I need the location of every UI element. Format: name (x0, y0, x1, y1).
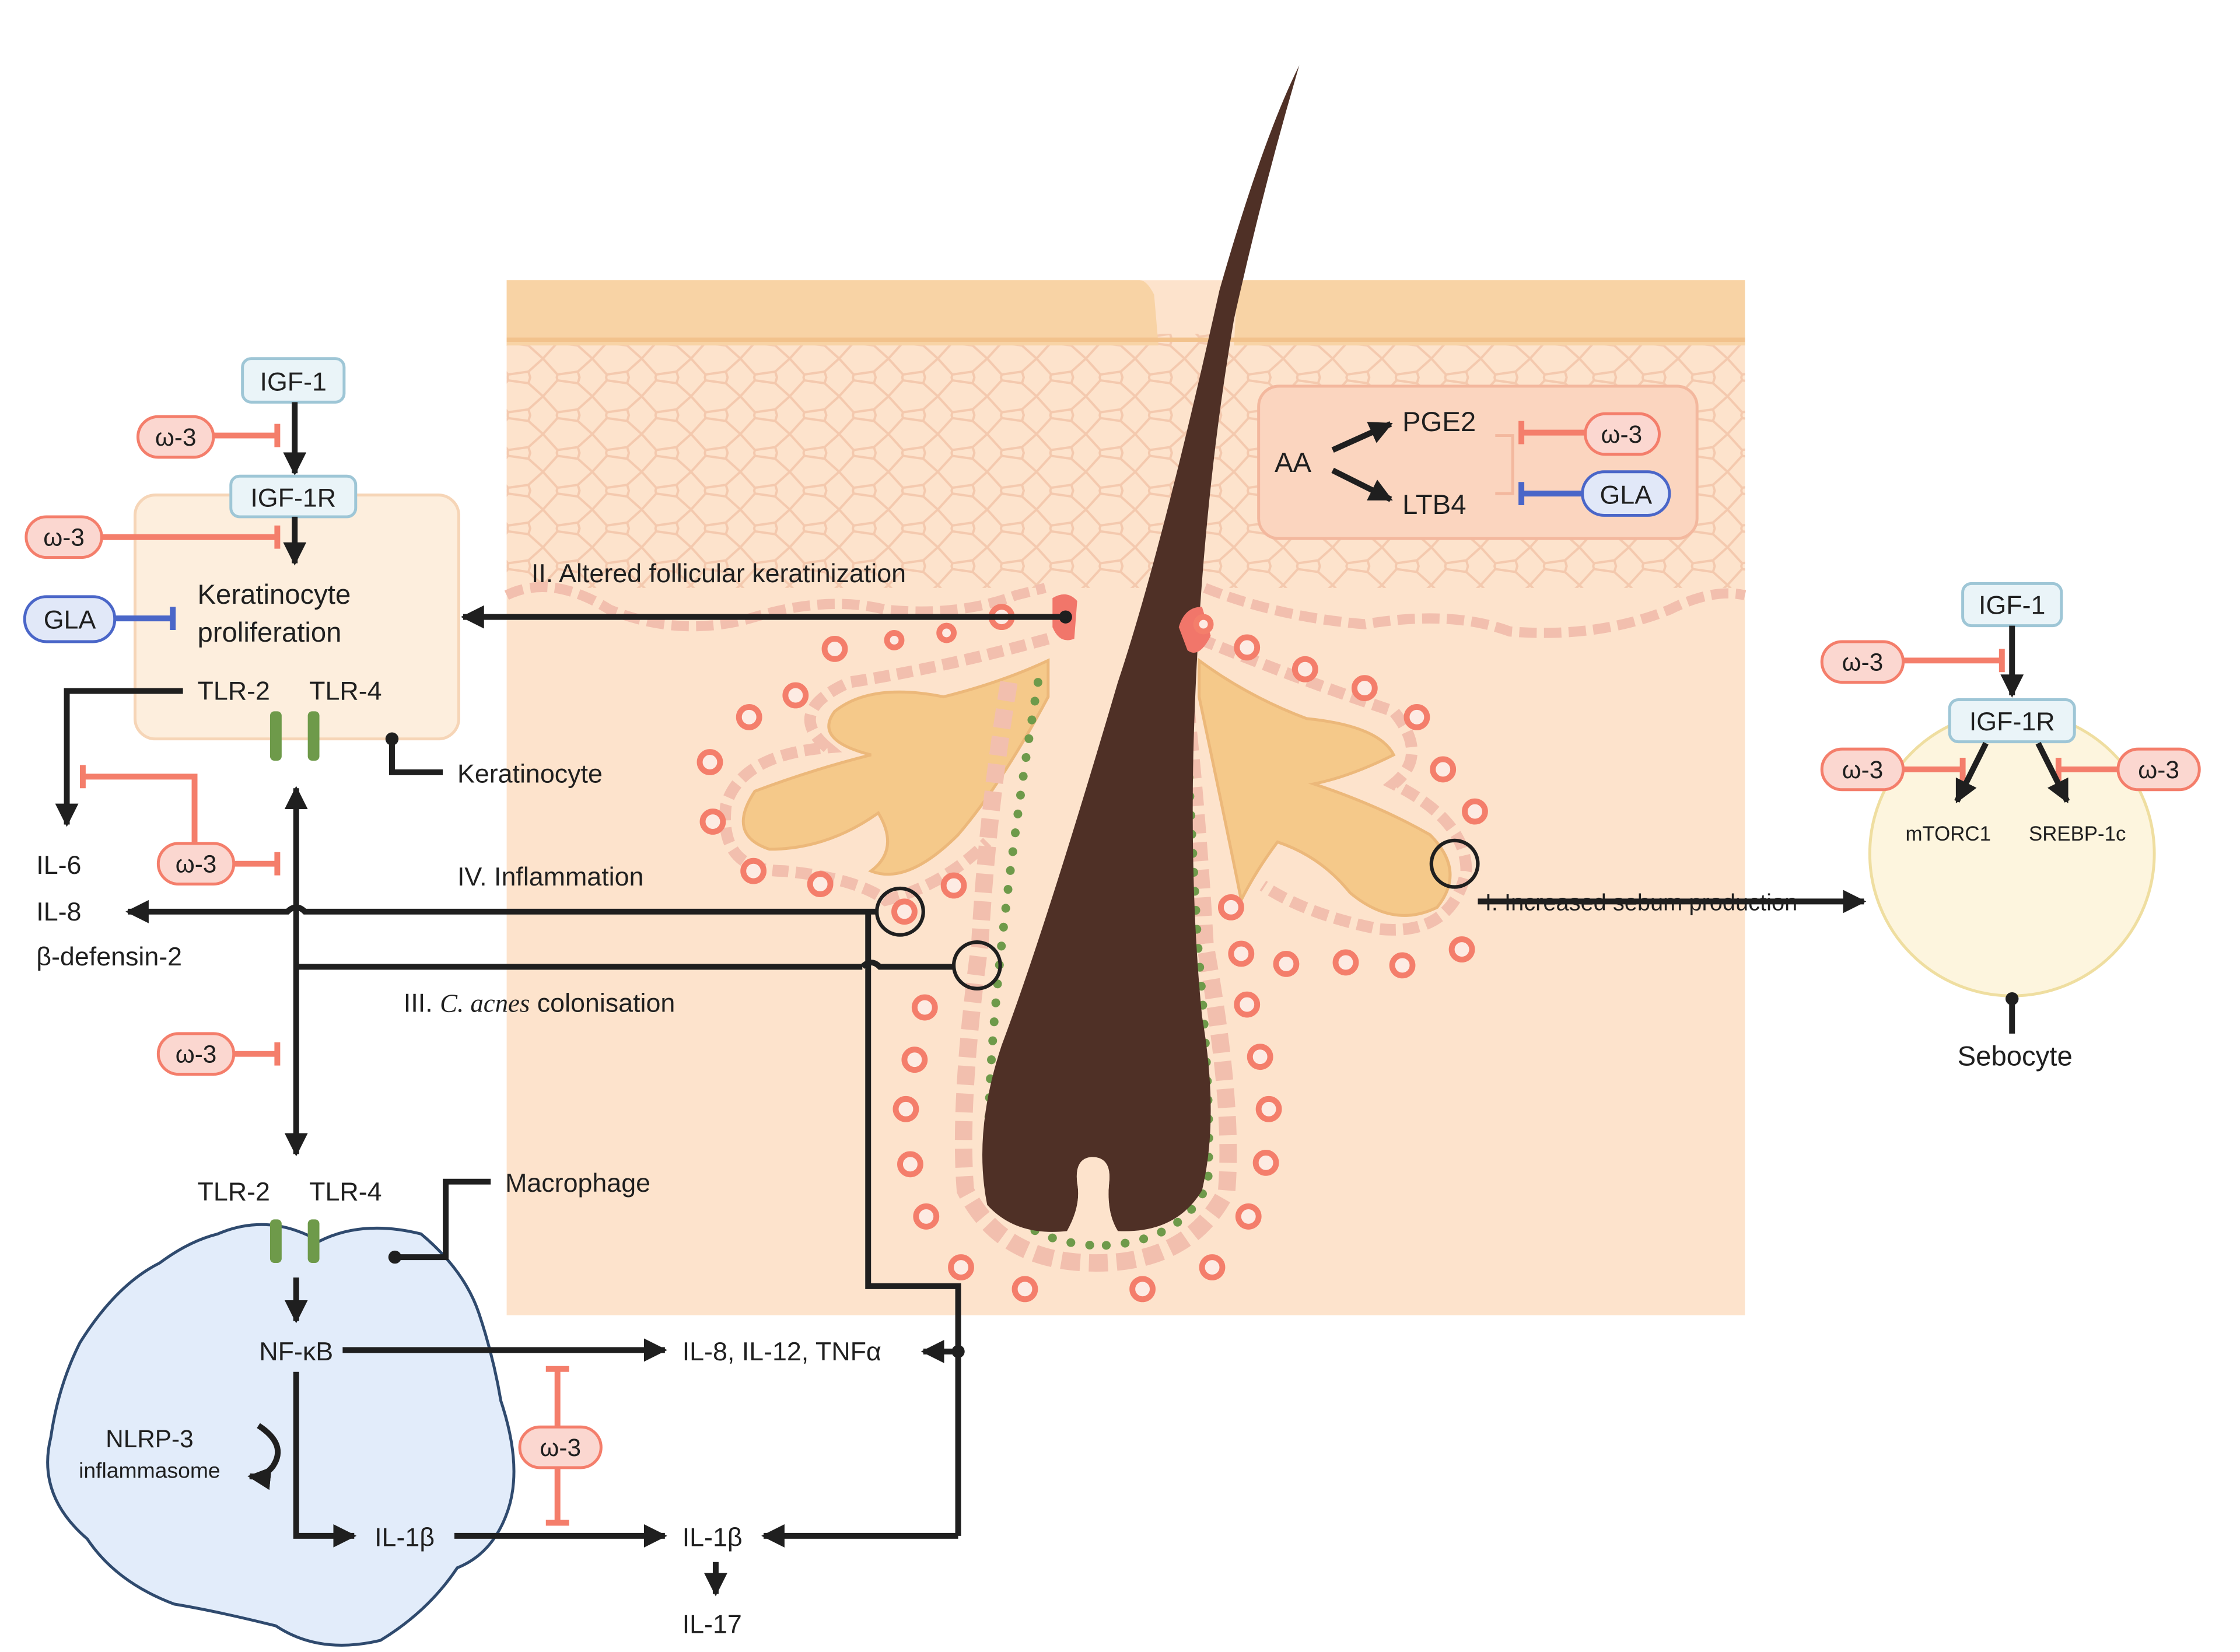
proliferation-line2: proliferation (198, 617, 342, 648)
output-il6: IL-6 (36, 850, 81, 880)
omega3-srebp-label: ω-3 (2138, 756, 2179, 783)
gla-aa-pill (1581, 470, 1671, 517)
omega3-macrophage-pill (518, 1425, 603, 1469)
sebocyte-panel: IGF-1 IGF-1R ω-3 ω-3 ω-3 mTORC1 SREBP-1c… (1820, 582, 2201, 1072)
tlr-to-il6-arrow (55, 688, 183, 827)
aa-label: AA (1275, 447, 1312, 478)
omega3-link-label: ω-3 (176, 1041, 217, 1068)
stratum-corneum-right (1234, 280, 1745, 346)
pge2-label: PGE2 (1402, 407, 1476, 438)
stratum-corneum (506, 280, 1158, 346)
routing-lines (125, 605, 1867, 1352)
label-altered-keratinization: II. Altered follicular keratinization (531, 559, 906, 588)
igf1r-label: IGF-1R (250, 484, 336, 513)
skin-section: AA PGE2 LTB4 ω-3 GLA II. Altered follicu… (404, 65, 1797, 1315)
sebocyte-igf1r-box (1948, 698, 2076, 744)
macrophage-tlr4-receptor (307, 1219, 320, 1264)
follicle-wall (954, 681, 1237, 1272)
papilla (1067, 1157, 1118, 1231)
macrophage-panel: TLR-2 TLR-4 Macrophage NF-κB NLRP-3 infl… (46, 1168, 965, 1647)
sebocyte-cell-label: Sebocyte (1958, 1041, 2073, 1072)
nlrp3-cycle-arrow (247, 1423, 281, 1490)
keratinocyte-tlr2: TLR-2 (198, 676, 270, 705)
hair-shaft (982, 65, 1300, 1232)
macrophage-tlr2-receptor (270, 1219, 282, 1264)
macrophage-cell-label: Macrophage (505, 1168, 650, 1198)
nlrp3-line2: inflammasome (79, 1458, 220, 1482)
il1b-inner: IL-1β (374, 1522, 435, 1552)
omega3-igf1r-label: ω-3 (43, 524, 85, 551)
label-inflammation: IV. Inflammation (457, 862, 643, 891)
keratinocyte-tlr4-receptor (307, 711, 320, 761)
nfkb-label: NF-κB (259, 1337, 333, 1366)
sebocyte-cell (1868, 709, 2156, 998)
keratinocyte-pointer (389, 738, 443, 775)
gla-aa-label: GLA (1600, 481, 1652, 510)
omega3-tlr-label: ω-3 (176, 850, 217, 878)
nlrp3-line1: NLRP-3 (106, 1425, 193, 1452)
output-cytokines: IL-8, IL-12, TNFα (682, 1337, 881, 1366)
omega3-tlr-inhibit-line (82, 774, 198, 842)
keratinocyte-cell-label: Keratinocyte (457, 759, 603, 788)
gla-keratinocyte-label: GLA (44, 606, 96, 635)
inflammatory-cells (696, 604, 1488, 1303)
omega3-aa-pill (1584, 412, 1661, 456)
omega3-macrophage-label: ω-3 (540, 1434, 581, 1461)
zoom-circle-sebum (1429, 838, 1480, 889)
mtorc1-label: mTORC1 (1906, 822, 1991, 845)
omega3-sebocyte-igf-label: ω-3 (1842, 649, 1884, 676)
aa-bracket (1495, 434, 1514, 495)
label-colonisation: III. C. acnes colonisation (404, 989, 675, 1018)
omega3-igf-label: ω-3 (155, 424, 197, 451)
output-defensin: β-defensin-2 (36, 942, 182, 971)
keratinocyte-tlr4: TLR-4 (309, 676, 382, 705)
output-il8: IL-8 (36, 897, 81, 926)
sebaceous-gland-right (1198, 657, 1452, 917)
gland-outline-right (1196, 633, 1472, 936)
omega3-aa-label: ω-3 (1601, 421, 1642, 448)
macrophage-tlr2: TLR-2 (198, 1177, 270, 1206)
sebocyte-igf1-label: IGF-1 (1979, 591, 2045, 620)
macrophage-pointer (394, 1178, 491, 1261)
igf1-label: IGF-1 (260, 367, 327, 396)
macrophage-tlr4: TLR-4 (309, 1177, 382, 1206)
gland-outline-left (719, 633, 1050, 907)
macrophage-cell (46, 1223, 516, 1647)
keratinocyte-panel: IGF-1 IGF-1R ω-3 ω-3 GLA Keratinocyte pr… (23, 357, 603, 1157)
output-il17: IL-17 (682, 1610, 742, 1639)
keratinocyte-tlr2-receptor (270, 711, 282, 761)
sebocyte-igf1r-label: IGF-1R (1969, 707, 2055, 736)
omega3-mtorc1-label: ω-3 (1842, 756, 1884, 783)
proliferation-line1: Keratinocyte (198, 579, 351, 610)
srebp-label: SREBP-1c (2029, 822, 2126, 845)
sebaceous-gland-left (741, 658, 1050, 876)
output-il1b: IL-1β (682, 1522, 743, 1552)
ltb4-label: LTB4 (1402, 489, 1466, 520)
